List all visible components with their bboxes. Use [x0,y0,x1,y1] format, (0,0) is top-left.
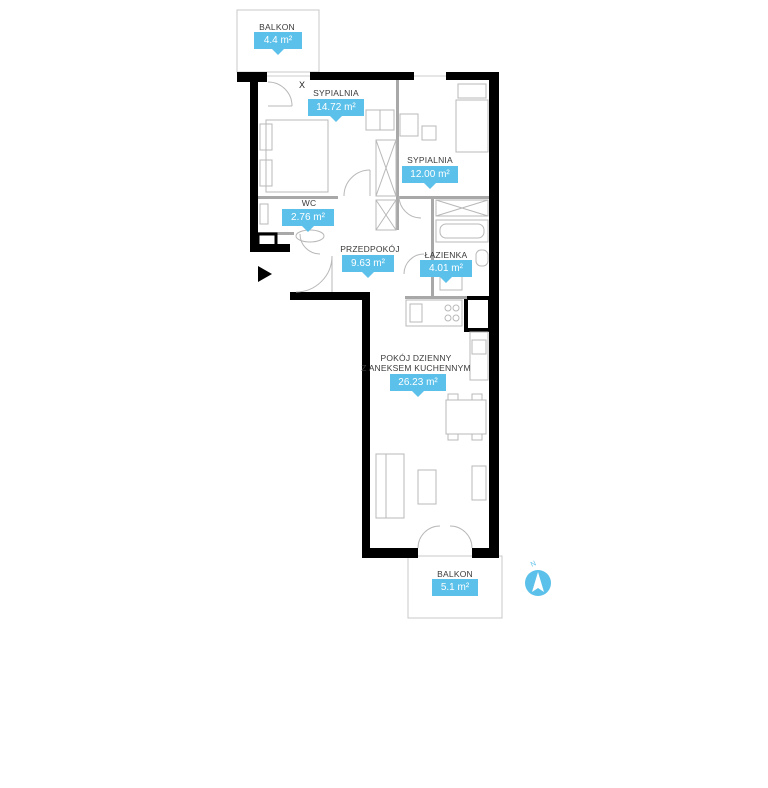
exterior-walls [237,72,499,558]
interior-walls [256,80,489,299]
wc-area-badge: 2.76 m² [282,209,334,232]
doors [267,75,473,549]
przedpokoj-area-badge: 9.63 m² [342,255,394,278]
balkon-top-area-badge: 4.4 m² [254,32,302,55]
wc-label: WC [301,198,317,208]
balcony-bottom-outline [407,555,503,619]
przedpokoj-label: PRZEDPOKÓJ [340,244,400,254]
sypialnia-1-area-badge: 14.72 m² [308,99,364,122]
compass-icon [525,570,551,596]
lazienka-label: ŁAZIENKA [424,250,468,260]
furniture [259,83,489,519]
pokoj-dzienny-area-badge: 26.23 m² [390,374,446,397]
pokoj-dzienny-label-line2: Z ANEKSEM KUCHENNYM [361,363,471,373]
sypialnia-1-label: SYPIALNIA [313,88,359,98]
pokoj-dzienny-label-line1: POKÓJ DZIENNY [380,353,452,363]
sypialnia-2-label: SYPIALNIA [407,155,453,165]
entrance-arrow-icon [258,266,272,282]
balkon-top-label: BALKON [259,22,295,32]
balcony-top-outline [236,9,320,73]
balkon-bottom-area-badge: 5.1 m² [432,579,478,596]
sypialnia-2-area-badge: 12.00 m² [402,166,458,189]
lazienka-area-badge: 4.01 m² [420,260,472,283]
window-x-mark: X [299,80,306,90]
balkon-bottom-label: BALKON [437,569,473,579]
